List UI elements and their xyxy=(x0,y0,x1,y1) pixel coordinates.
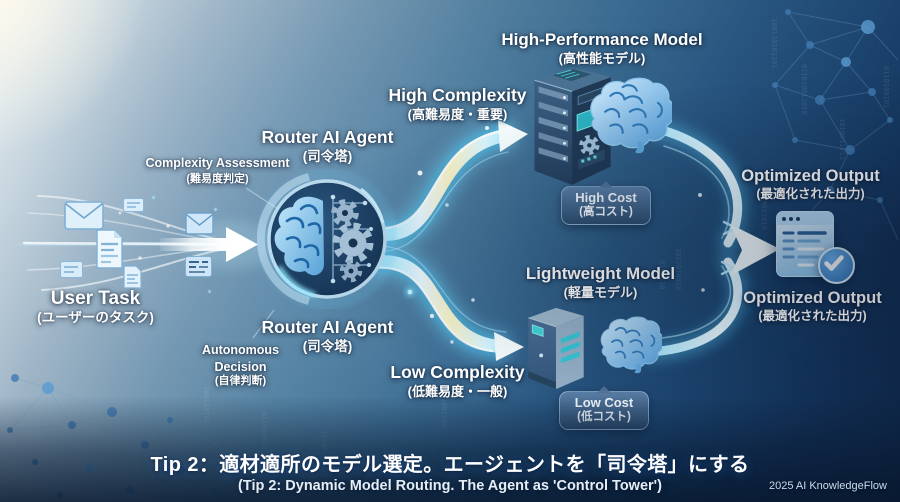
autonomous-subtitle: (自律判断) xyxy=(214,374,267,387)
envelope-small-icon xyxy=(185,212,214,235)
user-task-label: User Task (ユーザーのタスク) xyxy=(8,288,183,326)
document-small-icon xyxy=(122,265,143,289)
note-card-icon-2 xyxy=(60,261,83,278)
optimized-output-top-subtitle: (最適化された出力) xyxy=(756,186,865,201)
high-cost-title: High Cost xyxy=(575,190,637,205)
low-cost-subtitle: (低コスト) xyxy=(577,410,631,423)
router-brain-circuit-icon xyxy=(257,169,397,309)
optimized-output-bottom-label: Optimized Output (最適化された出力) xyxy=(735,289,890,324)
low-cost-title: Low Cost xyxy=(574,395,634,410)
checkmark-icon xyxy=(818,247,855,284)
low-cost-badge: Low Cost (低コスト) xyxy=(559,385,649,431)
caption: Tip 2：適材適所のモデル選定。エージェントを「司令塔」にする (Tip 2:… xyxy=(0,448,900,494)
low-complexity-label: Low Complexity (低難易度・一般) xyxy=(380,362,535,399)
brain-icon-high xyxy=(584,74,672,160)
high-complexity-label: High Complexity (高難易度・重要) xyxy=(380,85,535,122)
complexity-assessment-subtitle: (難易度判定) xyxy=(186,172,249,185)
high-performance-model-label: High-Performance Model (高性能モデル) xyxy=(492,30,712,66)
router-agent-top-label: Router AI Agent (司令塔) xyxy=(245,127,410,165)
high-complexity-subtitle: (高難易度・重要) xyxy=(407,106,508,122)
caption-subtitle: (Tip 2: Dynamic Model Routing. The Agent… xyxy=(238,478,662,494)
high-cost-subtitle: (高コスト) xyxy=(579,205,633,218)
caption-title: Tip 2：適材適所のモデル選定。エージェントを「司令塔」にする xyxy=(150,454,750,476)
optimized-output-top-label: Optimized Output (最適化された出力) xyxy=(733,167,888,202)
optimized-output-top-title: Optimized Output xyxy=(741,167,880,185)
brain-icon-light xyxy=(596,315,662,377)
envelope-icon xyxy=(64,201,104,230)
autonomous-line1: Autonomous xyxy=(201,343,280,357)
lightweight-model-subtitle: (軽量モデル) xyxy=(563,284,638,300)
autonomous-decision-label: Autonomous Decision (自律判断) xyxy=(188,341,293,388)
optimized-output-bottom-title: Optimized Output xyxy=(743,289,882,307)
credit-text: 2025 AI KnowledgeFlow xyxy=(768,480,887,492)
user-task-subtitle: (ユーザーのタスク) xyxy=(37,310,154,326)
high-complexity-title: High Complexity xyxy=(388,85,527,105)
high-cost-badge: High Cost (高コスト) xyxy=(561,180,651,226)
router-agent-top-subtitle: (司令塔) xyxy=(302,148,353,164)
router-agent-bottom-title: Router AI Agent xyxy=(261,317,394,337)
high-performance-model-subtitle: (高性能モデル) xyxy=(558,50,646,66)
high-performance-model-title: High-Performance Model xyxy=(501,30,703,49)
lightweight-model-title: Lightweight Model xyxy=(525,264,676,283)
note-card-icon xyxy=(123,198,144,212)
list-card-icon xyxy=(185,256,212,277)
autonomous-line2: Decision xyxy=(214,359,267,374)
router-agent-top-title: Router AI Agent xyxy=(261,127,394,147)
optimized-output-bottom-subtitle: (最適化された出力) xyxy=(758,308,867,323)
document-icon xyxy=(94,229,125,269)
low-complexity-title: Low Complexity xyxy=(390,362,525,382)
user-task-title: User Task xyxy=(50,288,141,309)
lightweight-model-label: Lightweight Model (軽量モデル) xyxy=(508,264,693,300)
low-complexity-subtitle: (低難易度・一般) xyxy=(407,383,508,399)
